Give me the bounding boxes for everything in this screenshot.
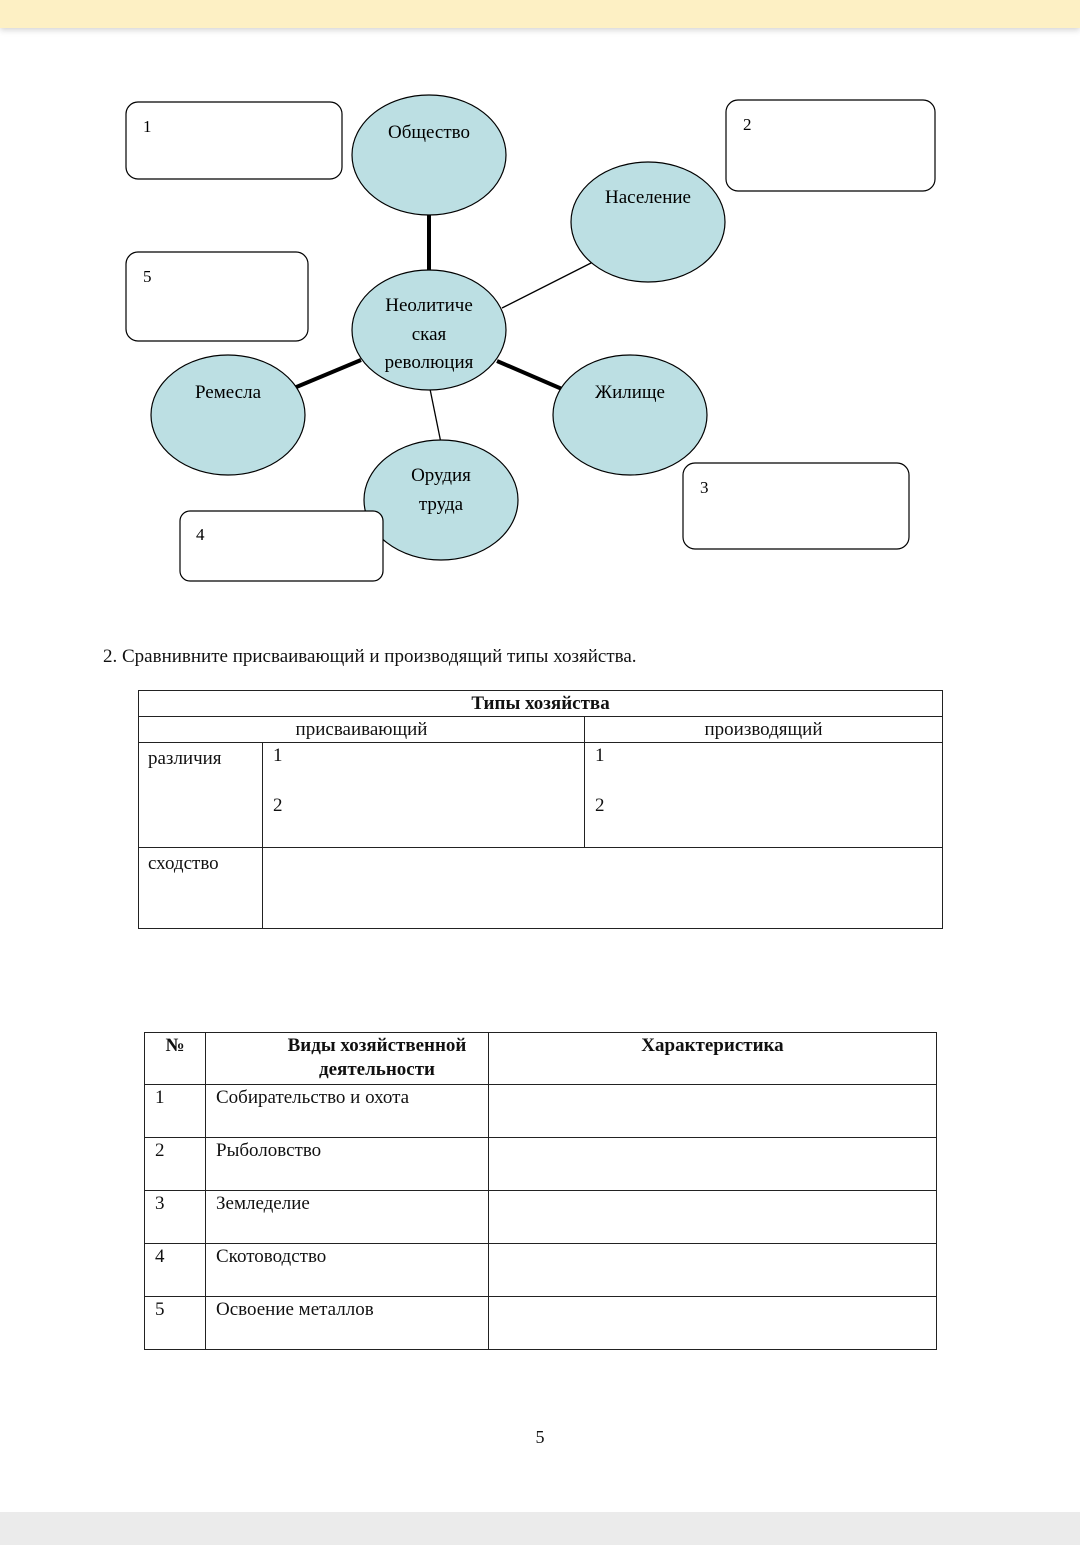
header-activity: Виды хозяйственной деятельности <box>205 1032 489 1085</box>
node-society <box>351 94 507 216</box>
node-center <box>351 269 507 391</box>
node-center-label-1: Неолитиче <box>385 295 473 316</box>
row-activity: Рыболовство <box>205 1137 489 1191</box>
similarity-cell <box>261 847 944 929</box>
appropriating-diff-1: 1 <box>273 745 283 766</box>
task-2-instruction: 2. Сравнивните присваивающий и производя… <box>103 646 637 667</box>
row-activity: Собирательство и охота <box>205 1084 489 1138</box>
table-row: 2 Рыболовство <box>144 1137 937 1191</box>
node-society-label: Общество <box>388 122 470 143</box>
answer-box-4 <box>179 510 384 582</box>
table-row: 3 Земледелие <box>144 1190 937 1244</box>
node-tools-label-1: Орудия <box>411 465 471 486</box>
row-characteristic <box>488 1190 937 1244</box>
connector-population <box>501 261 594 309</box>
row-activity: Земледелие <box>205 1190 489 1244</box>
node-tools <box>363 439 519 561</box>
page-header-band <box>0 0 1080 28</box>
col-producing: производящий <box>583 716 944 743</box>
answer-box-3-number: 3 <box>700 478 709 497</box>
table-row: 4 Скотоводство <box>144 1243 937 1297</box>
page-number: 5 <box>535 1427 545 1447</box>
node-center-label-2: ская <box>412 324 447 345</box>
answer-box-2-number: 2 <box>743 115 752 134</box>
row-number: 1 <box>144 1084 206 1138</box>
node-dwelling <box>552 354 708 476</box>
page-footer-band <box>0 1512 1080 1545</box>
row-differences-label: различия <box>138 742 263 848</box>
row-number: 4 <box>144 1243 206 1297</box>
answer-box-3 <box>682 462 910 550</box>
node-population-label: Население <box>605 187 691 208</box>
answer-box-4-number: 4 <box>196 525 205 544</box>
answer-box-1-number: 1 <box>143 117 152 136</box>
row-number: 3 <box>144 1190 206 1244</box>
answer-box-1 <box>125 101 343 180</box>
node-crafts <box>150 354 306 476</box>
economy-types-table: Типы хозяйства присваивающий производящи… <box>137 690 944 929</box>
appropriating-differences-cell: 1 2 <box>262 742 585 848</box>
node-tools-label-2: труда <box>419 494 464 515</box>
row-characteristic <box>488 1084 937 1138</box>
economic-activities-table: № Виды хозяйственной деятельности Характ… <box>144 1032 937 1350</box>
connector-tools <box>429 388 442 444</box>
node-center-label-3: революция <box>385 352 474 373</box>
producing-diff-2: 2 <box>595 795 605 816</box>
row-activity: Скотоводство <box>205 1243 489 1297</box>
producing-differences-cell: 1 2 <box>583 742 944 848</box>
row-number: 2 <box>144 1137 206 1191</box>
table-row: 1 Собирательство и охота <box>144 1084 937 1138</box>
header-characteristic: Характеристика <box>488 1032 937 1085</box>
producing-diff-1: 1 <box>595 745 605 766</box>
row-activity: Освоение металлов <box>205 1296 489 1350</box>
row-similarity-label: сходство <box>138 847 263 929</box>
node-population <box>570 161 726 283</box>
header-number: № <box>144 1032 206 1085</box>
node-dwelling-label: Жилище <box>595 382 665 403</box>
table-row: 5 Освоение металлов <box>144 1296 937 1350</box>
row-characteristic <box>488 1243 937 1297</box>
economy-types-title: Типы хозяйства <box>137 690 944 717</box>
row-characteristic <box>488 1296 937 1350</box>
answer-box-5-number: 5 <box>143 267 152 286</box>
answer-box-2 <box>725 99 936 192</box>
col-appropriating: присваивающий <box>138 716 585 743</box>
row-characteristic <box>488 1137 937 1191</box>
row-number: 5 <box>144 1296 206 1350</box>
node-crafts-label: Ремесла <box>195 382 262 403</box>
connector-crafts <box>293 358 362 390</box>
neolithic-revolution-diagram: Общество Население Неолитиче ская револю… <box>125 94 936 582</box>
appropriating-diff-2: 2 <box>273 795 283 816</box>
answer-box-5 <box>125 251 309 342</box>
connector-dwelling <box>496 359 563 391</box>
